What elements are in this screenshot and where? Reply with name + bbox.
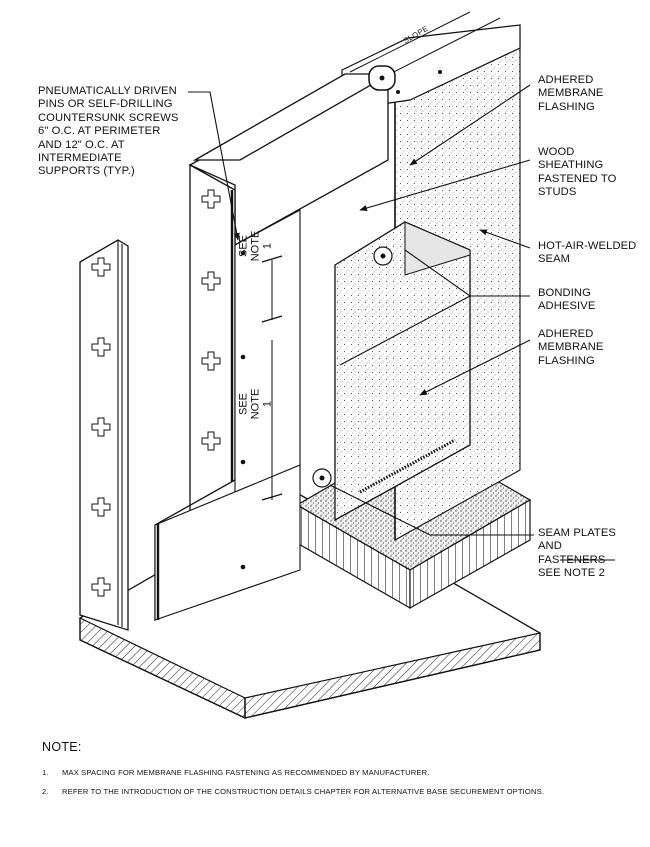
note-item: 1. MAX SPACING FOR MEMBRANE FLASHING FAS…	[42, 768, 642, 778]
dimension-label-lower: SEE NOTE 1	[237, 388, 274, 420]
leader-lines	[188, 84, 615, 561]
note-item: 2. REFER TO THE INTRODUCTION OF THE CONS…	[42, 787, 642, 797]
label-seam-plates: SEAM PLATES AND FASTENERS SEE NOTE 2	[538, 527, 616, 580]
note-number: 2.	[42, 787, 49, 796]
label-adhered-membrane-lower: ADHERED MEMBRANE FLASHING	[538, 328, 604, 367]
metal-stud	[79, 189, 221, 631]
coping	[188, 65, 442, 247]
note-text: MAX SPACING FOR MEMBRANE FLASHING FASTEN…	[62, 768, 430, 777]
note-number: 1.	[42, 768, 49, 777]
note-text: REFER TO THE INTRODUCTION OF THE CONSTRU…	[62, 787, 545, 796]
label-fasteners: PNEUMATICALLY DRIVEN PINS OR SELF-DRILLI…	[38, 85, 179, 178]
label-hot-air-welded-seam: HOT-AIR-WELDED SEAM	[538, 240, 637, 266]
dimension-lines	[261, 255, 283, 501]
dimension-label-upper: SEE NOTE 1	[237, 230, 274, 262]
label-bonding-adhesive: BONDING ADHESIVE	[538, 287, 596, 313]
vertical-panel	[154, 163, 301, 622]
notes-section: NOTE: 1. MAX SPACING FOR MEMBRANE FLASHI…	[42, 740, 642, 806]
roof-deck	[79, 492, 541, 719]
label-wood-sheathing: WOOD SHEATHING FASTENED TO STUDS	[538, 146, 617, 199]
notes-title: NOTE:	[42, 740, 82, 754]
label-adhered-membrane-top: ADHERED MEMBRANE FLASHING	[538, 74, 604, 113]
